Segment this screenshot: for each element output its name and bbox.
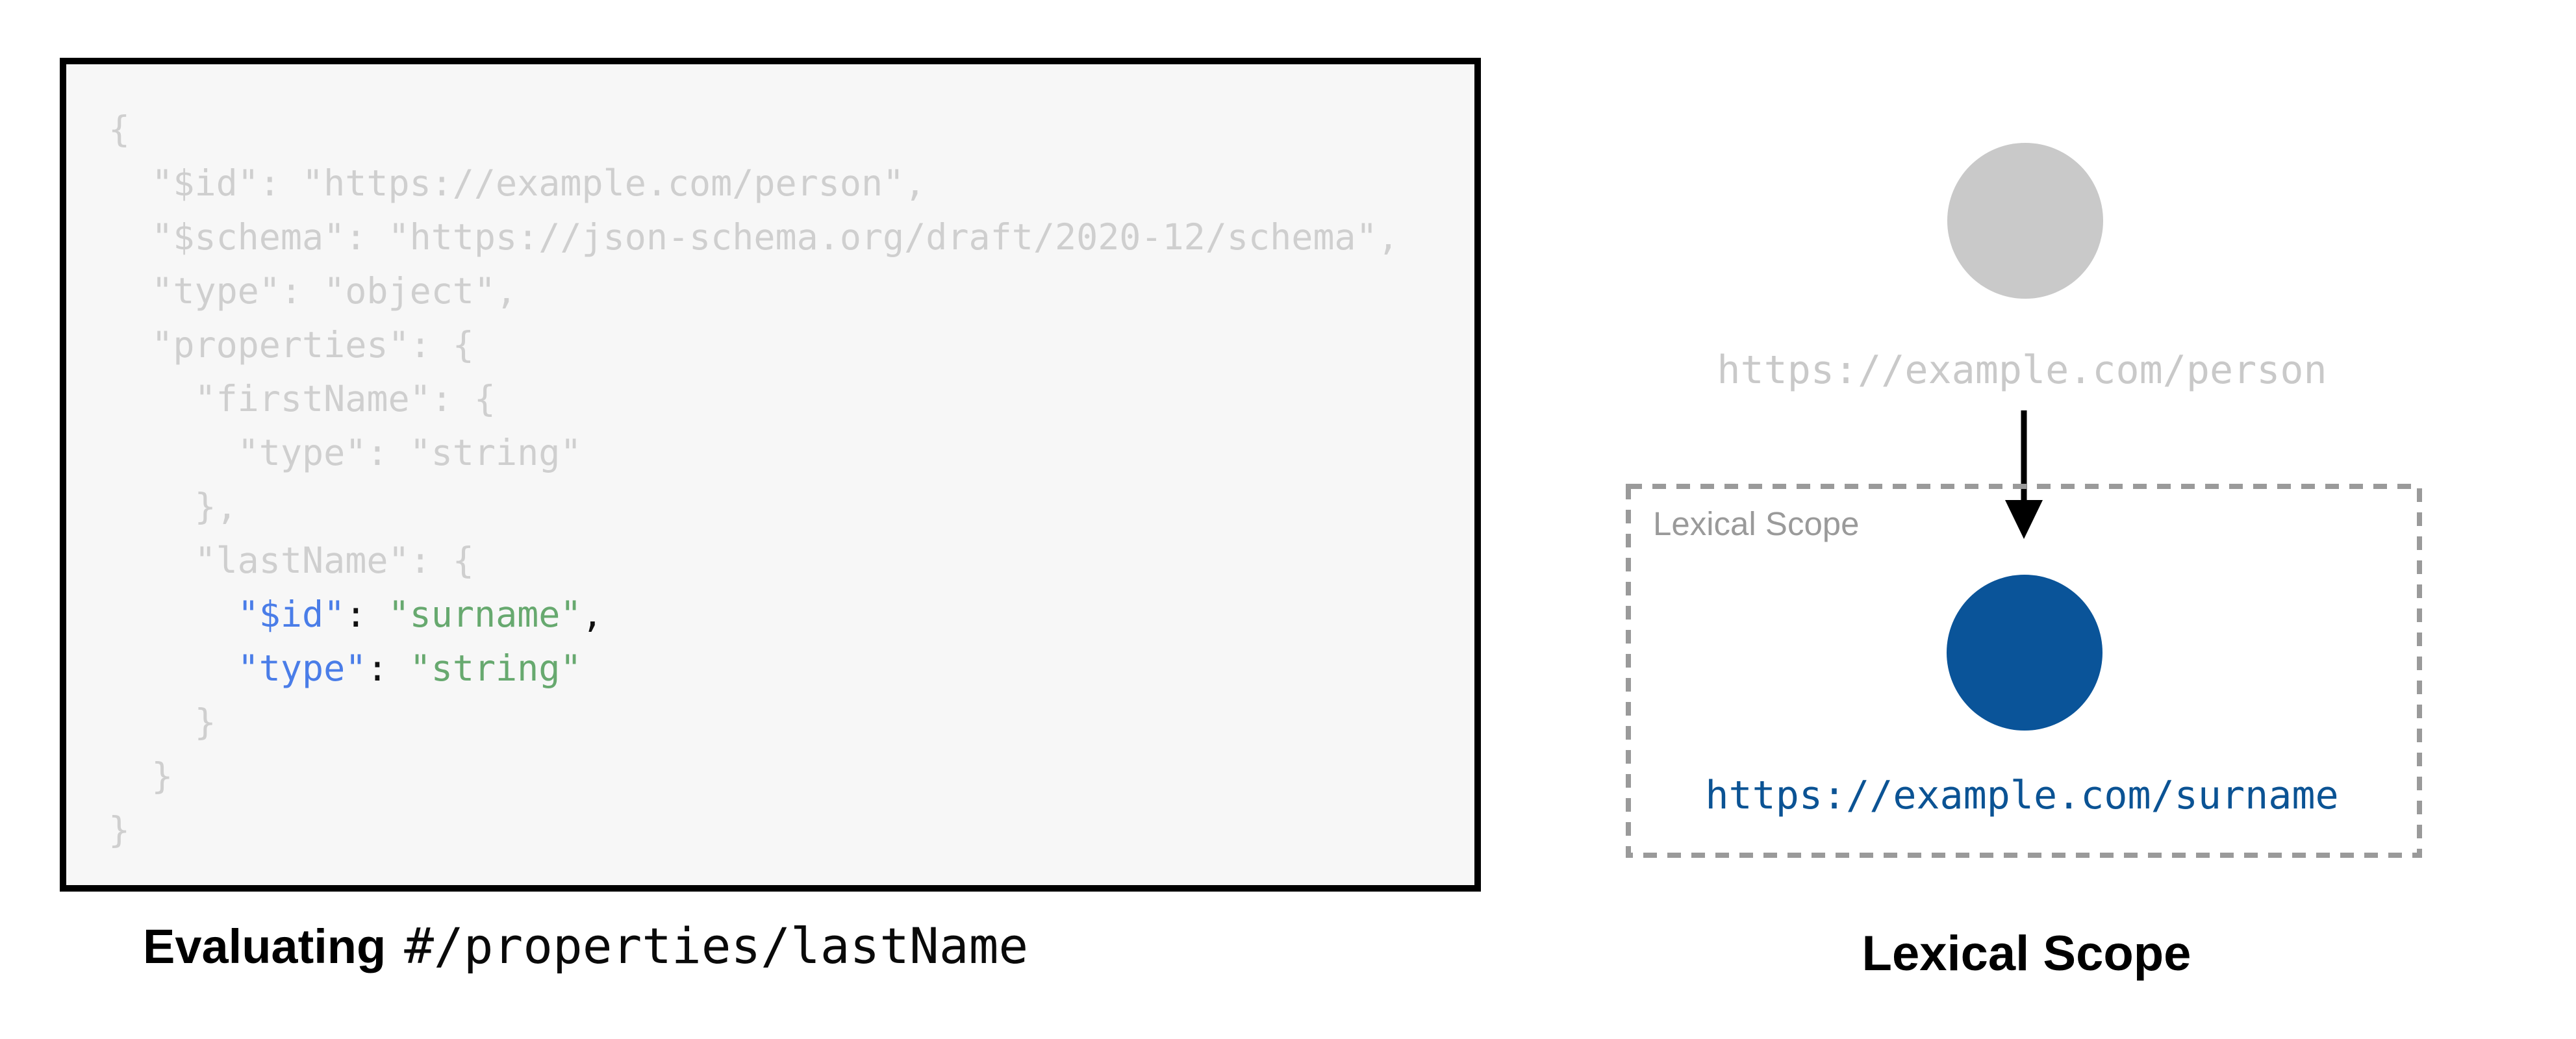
down-arrow-icon [2005,410,2043,539]
code-line: "$schema": "https://json-schema.org/draf… [108,216,1399,258]
person-uri-label: https://example.com/person [1717,347,2327,393]
code-line: "firstName": { [108,378,496,419]
surname-schema-node [1947,575,2102,731]
code-line: "properties": { [108,324,474,366]
lexical-scope-boundary [1626,484,2422,858]
left-caption: Evaluating #/properties/lastName [143,917,1028,975]
json-schema-code: { "$id": "https://example.com/person", "… [108,103,1399,857]
code-line: } [108,701,216,743]
code-line: "$id": "surname", [237,594,603,635]
code-line: "lastName": { [108,540,474,581]
code-line: "type": "string" [108,432,582,473]
code-line: } [108,755,173,797]
surname-uri-label: https://example.com/surname [1705,773,2339,818]
left-caption-evaluating: Evaluating [143,920,386,973]
code-line: "$id": "https://example.com/person", [108,162,926,204]
schema-code-panel: { "$id": "https://example.com/person", "… [60,58,1481,892]
right-caption: Lexical Scope [1862,926,2191,981]
lexical-scope-box-label: Lexical Scope [1653,505,1860,542]
code-line: "type": "string" [237,647,582,689]
code-line: "type": "object", [108,270,518,312]
code-line: } [108,809,131,851]
code-line: }, [108,486,238,527]
person-schema-node [1947,143,2103,299]
left-caption-pointer: #/properties/lastName [404,917,1029,975]
code-line: { [108,108,131,150]
